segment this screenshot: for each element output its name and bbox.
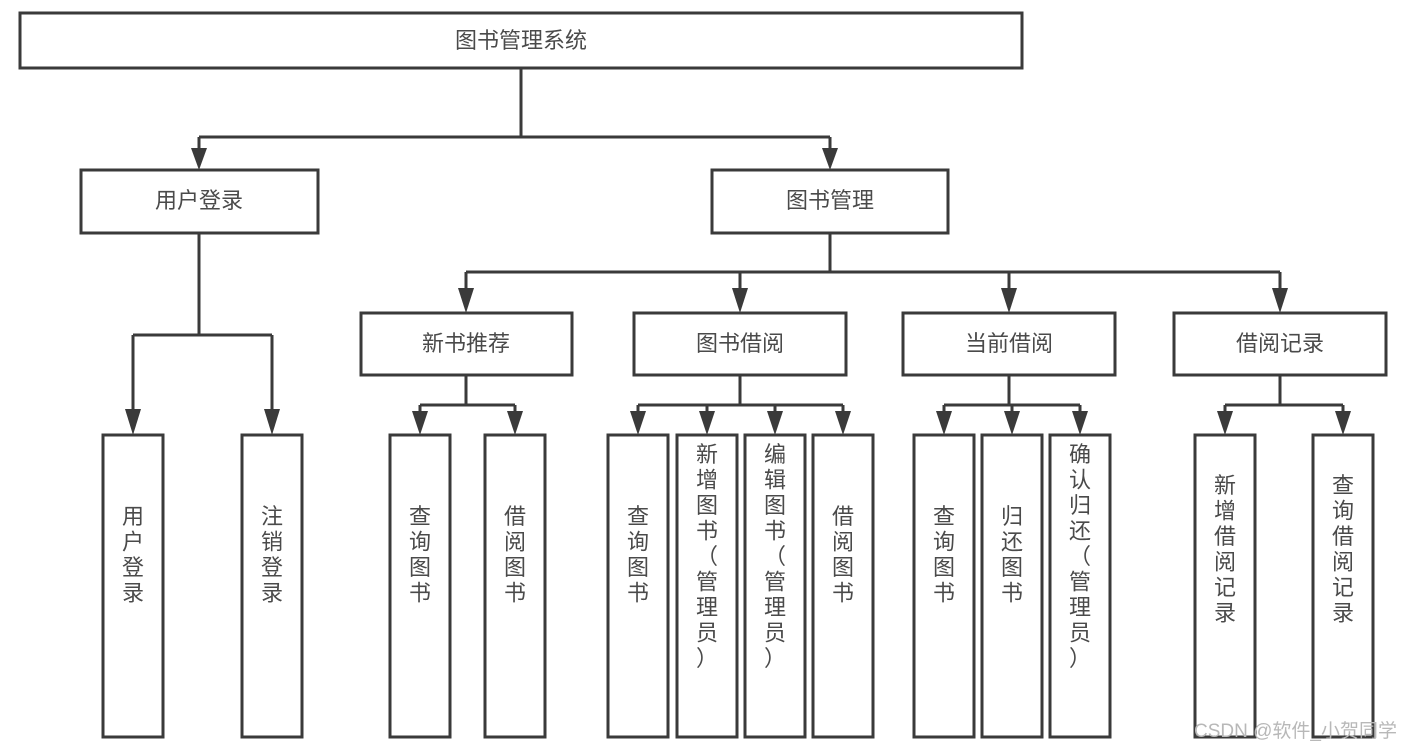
arrowhead-leaf-borrow-book-1 bbox=[507, 411, 523, 435]
arrowhead-book-borrow bbox=[732, 288, 748, 313]
node-borrow-record-label: 借阅记录 bbox=[1236, 331, 1324, 356]
node-leaf-add-record-box[interactable] bbox=[1193, 433, 1257, 739]
arrowhead-leaf-query-book-3 bbox=[936, 411, 952, 435]
node-leaf-logout-label: 注销登录 bbox=[261, 504, 283, 606]
node-leaf-logout[interactable]: 注销登录 bbox=[240, 433, 304, 739]
node-user-login-box[interactable] bbox=[79, 168, 320, 235]
node-leaf-add-book-label: 新增图书（管理员） bbox=[696, 442, 718, 671]
arrowhead-current-borrow bbox=[1001, 288, 1017, 313]
node-leaf-borrow-book-2[interactable]: 借阅图书 bbox=[811, 433, 875, 739]
node-leaf-add-record-label: 新增借阅记录 bbox=[1214, 473, 1236, 626]
node-leaf-edit-book[interactable]: 编辑图书（管理员） bbox=[743, 433, 807, 739]
arrowhead-leaf-query-record bbox=[1335, 411, 1351, 435]
node-book-borrow-box[interactable] bbox=[632, 311, 848, 377]
node-leaf-query-book-3-label: 查询图书 bbox=[933, 504, 955, 606]
arrowhead-leaf-confirm-return bbox=[1072, 411, 1088, 435]
arrowhead-user-login bbox=[191, 148, 207, 170]
node-leaf-return-book-label: 归还图书 bbox=[1001, 504, 1023, 606]
node-root-label: 图书管理系统 bbox=[455, 28, 587, 53]
node-leaf-return-book[interactable]: 归还图书 bbox=[980, 433, 1044, 739]
node-leaf-add-book-box[interactable] bbox=[675, 433, 739, 739]
node-leaf-confirm-return-box[interactable] bbox=[1048, 433, 1112, 739]
node-root-box[interactable] bbox=[18, 11, 1024, 70]
node-leaf-query-record[interactable]: 查询借阅记录 bbox=[1311, 433, 1375, 739]
node-book-borrow[interactable]: 图书借阅 bbox=[632, 311, 848, 377]
node-new-book-recommend-box[interactable] bbox=[359, 311, 574, 377]
node-leaf-logout-box[interactable] bbox=[240, 433, 304, 739]
node-leaf-query-record-box[interactable] bbox=[1311, 433, 1375, 739]
node-leaf-query-book-2[interactable]: 查询图书 bbox=[606, 433, 670, 739]
node-borrow-record[interactable]: 借阅记录 bbox=[1172, 311, 1388, 377]
node-leaf-user-login-box[interactable] bbox=[101, 433, 165, 739]
node-leaf-confirm-return[interactable]: 确认归还（管理员） bbox=[1048, 433, 1112, 739]
arrowhead-leaf-user-login bbox=[125, 409, 141, 435]
arrowhead-leaf-add-book bbox=[699, 411, 715, 435]
node-book-borrow-label: 图书借阅 bbox=[696, 331, 784, 356]
arrowhead-borrow-record bbox=[1272, 288, 1288, 313]
node-leaf-add-record[interactable]: 新增借阅记录 bbox=[1193, 433, 1257, 739]
arrowhead-leaf-query-book-1 bbox=[412, 411, 428, 435]
arrowhead-leaf-borrow-book-2 bbox=[835, 411, 851, 435]
node-leaf-borrow-book-2-box[interactable] bbox=[811, 433, 875, 739]
node-current-borrow[interactable]: 当前借阅 bbox=[901, 311, 1117, 377]
arrowhead-leaf-logout bbox=[264, 409, 280, 435]
node-leaf-borrow-book-2-label: 借阅图书 bbox=[832, 504, 854, 606]
node-book-management-label: 图书管理 bbox=[786, 188, 874, 213]
node-leaf-return-book-box[interactable] bbox=[980, 433, 1044, 739]
node-leaf-user-login[interactable]: 用户登录 bbox=[101, 433, 165, 739]
node-root[interactable]: 图书管理系统 bbox=[18, 11, 1024, 70]
arrowhead-new-book-recommend bbox=[458, 288, 474, 313]
node-leaf-query-book-1-label: 查询图书 bbox=[409, 504, 431, 606]
arrowhead-leaf-return-book bbox=[1004, 411, 1020, 435]
arrowhead-leaf-add-record bbox=[1217, 411, 1233, 435]
node-leaf-query-record-label: 查询借阅记录 bbox=[1332, 473, 1354, 626]
node-leaf-edit-book-box[interactable] bbox=[743, 433, 807, 739]
node-new-book-recommend-label: 新书推荐 bbox=[422, 331, 510, 356]
node-book-management-box[interactable] bbox=[710, 168, 950, 235]
node-leaf-query-book-2-box[interactable] bbox=[606, 433, 670, 739]
connector-group bbox=[125, 68, 1351, 435]
node-current-borrow-label: 当前借阅 bbox=[965, 331, 1053, 356]
node-leaf-confirm-return-label: 确认归还（管理员） bbox=[1069, 442, 1091, 671]
node-leaf-borrow-book-1-label: 借阅图书 bbox=[504, 504, 526, 606]
node-new-book-recommend[interactable]: 新书推荐 bbox=[359, 311, 574, 377]
node-user-login-label: 用户登录 bbox=[155, 188, 243, 213]
node-leaf-query-book-1-box[interactable] bbox=[388, 433, 452, 739]
arrowhead-leaf-query-book-2 bbox=[630, 411, 646, 435]
arrowhead-book-management bbox=[822, 148, 838, 170]
arrowhead-leaf-edit-book bbox=[767, 411, 783, 435]
node-leaf-borrow-book-1[interactable]: 借阅图书 bbox=[483, 433, 547, 739]
node-leaf-edit-book-label: 编辑图书（管理员） bbox=[764, 442, 786, 671]
node-user-login[interactable]: 用户登录 bbox=[79, 168, 320, 235]
node-leaf-user-login-label: 用户登录 bbox=[122, 504, 144, 606]
node-current-borrow-box[interactable] bbox=[901, 311, 1117, 377]
node-leaf-query-book-2-label: 查询图书 bbox=[627, 504, 649, 606]
node-borrow-record-box[interactable] bbox=[1172, 311, 1388, 377]
node-leaf-query-book-1[interactable]: 查询图书 bbox=[388, 433, 452, 739]
node-leaf-query-book-3-box[interactable] bbox=[912, 433, 976, 739]
node-book-management[interactable]: 图书管理 bbox=[710, 168, 950, 235]
node-leaf-borrow-book-1-box[interactable] bbox=[483, 433, 547, 739]
node-leaf-add-book[interactable]: 新增图书（管理员） bbox=[675, 433, 739, 739]
node-leaf-query-book-3[interactable]: 查询图书 bbox=[912, 433, 976, 739]
